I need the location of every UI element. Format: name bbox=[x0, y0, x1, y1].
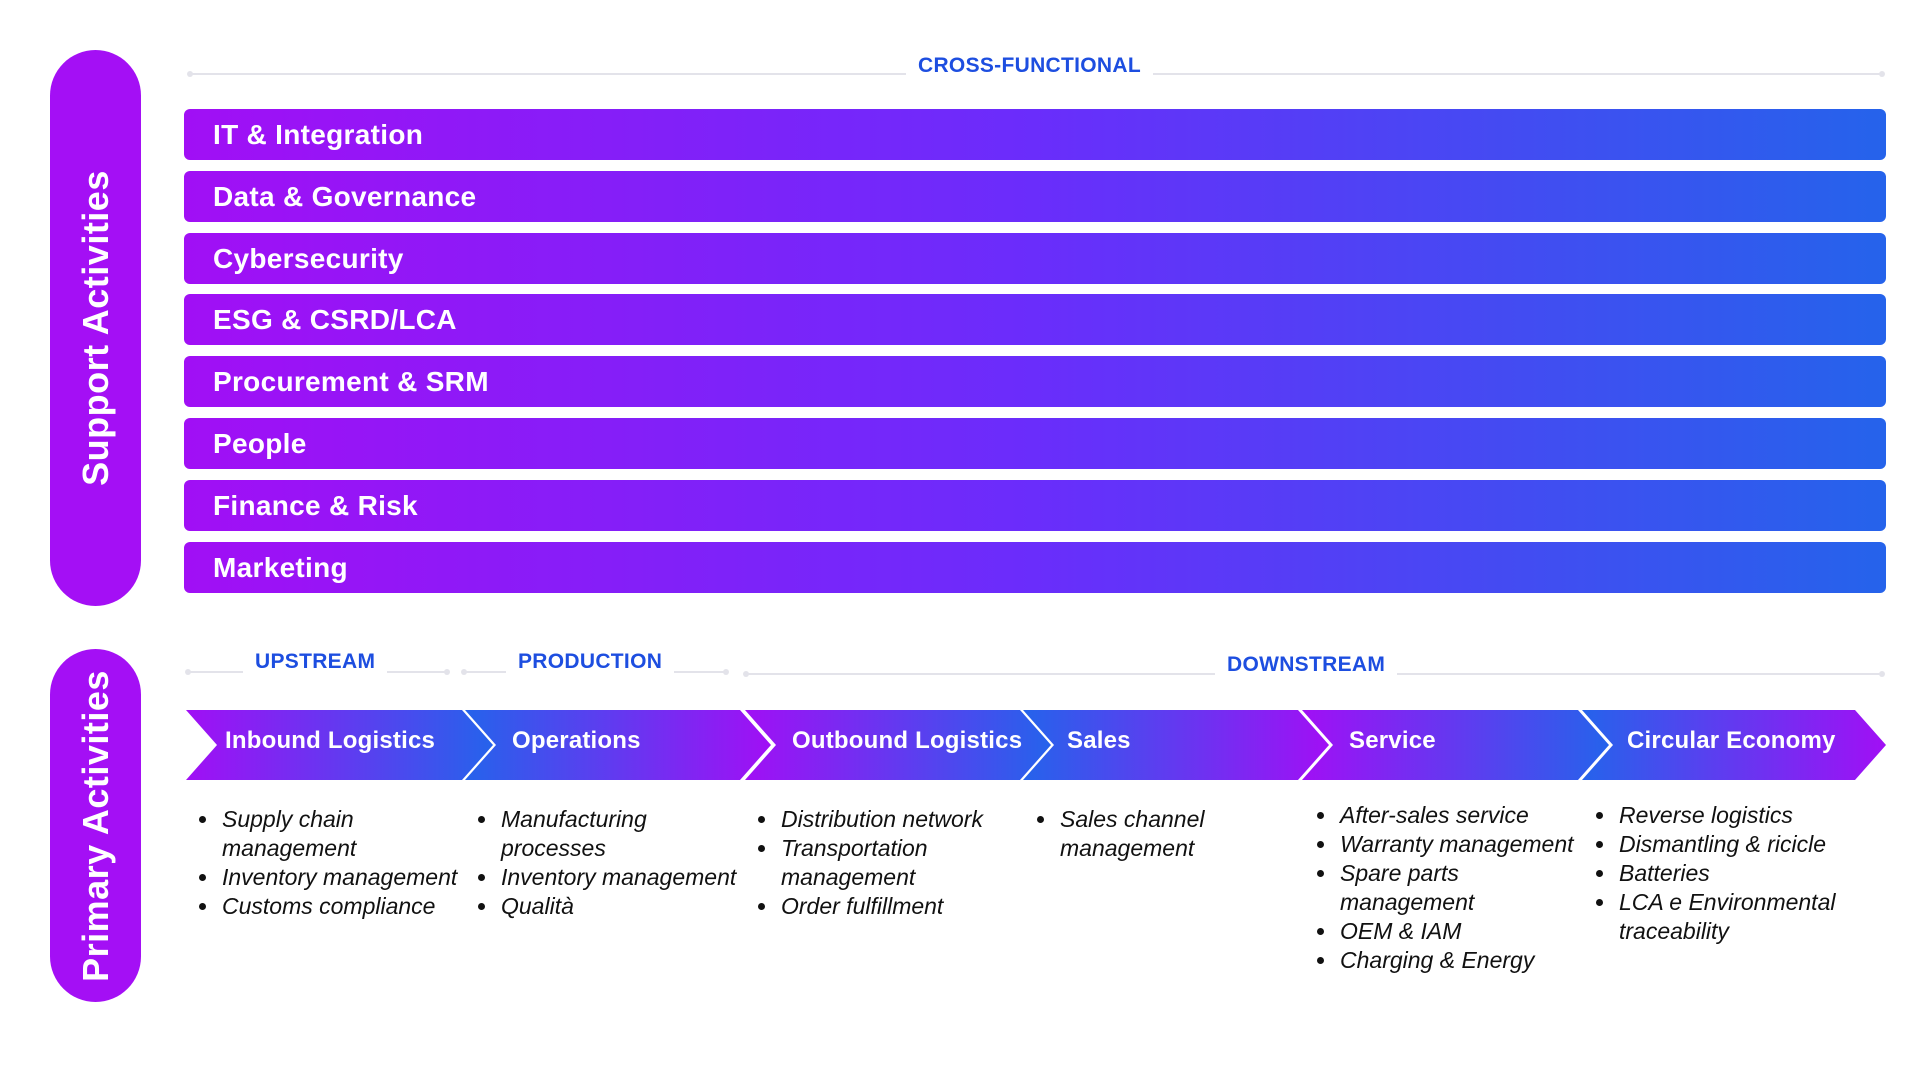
support-activities-pill: Support Activities bbox=[50, 50, 141, 606]
list-item: Order fulfillment bbox=[779, 892, 1029, 921]
stage-label-inbound-logistics: Inbound Logistics bbox=[225, 727, 436, 754]
list-item: Sales channel management bbox=[1058, 805, 1288, 863]
stage-label-operations: Operations bbox=[512, 727, 641, 754]
stage-list-operations: Manufacturing processes Inventory manage… bbox=[474, 805, 749, 921]
downstream-label: DOWNSTREAM bbox=[1215, 653, 1398, 677]
list-item: LCA e Environmental traceability bbox=[1617, 888, 1892, 946]
stage-label-outbound-logistics: Outbound Logistics bbox=[792, 727, 1023, 754]
list-item: Warranty management bbox=[1338, 830, 1578, 859]
support-bar-finance-risk: Finance & Risk bbox=[184, 480, 1886, 531]
list-item: Supply chain management bbox=[220, 805, 470, 863]
support-activities-label: Support Activities bbox=[74, 170, 116, 486]
production-label: PRODUCTION bbox=[506, 650, 675, 674]
primary-activities-label: Primary Activities bbox=[74, 669, 116, 982]
list-item: Qualità bbox=[499, 892, 749, 921]
stage-list-circular-economy: Reverse logistics Dismantling & ricicle … bbox=[1592, 801, 1892, 946]
support-bar-procurement-srm: Procurement & SRM bbox=[184, 356, 1886, 407]
list-item: OEM & IAM bbox=[1338, 917, 1578, 946]
list-item: After-sales service bbox=[1338, 801, 1578, 830]
support-bar-it-integration: IT & Integration bbox=[184, 109, 1886, 160]
list-item: Transportation management bbox=[779, 834, 1029, 892]
stage-label-sales: Sales bbox=[1067, 727, 1131, 754]
stage-list-sales: Sales channel management bbox=[1033, 805, 1288, 863]
support-bar-people: People bbox=[184, 418, 1886, 469]
list-item: Manufacturing processes bbox=[499, 805, 749, 863]
list-item: Customs compliance bbox=[220, 892, 470, 921]
support-bar-cybersecurity: Cybersecurity bbox=[184, 233, 1886, 284]
list-item: Spare parts management bbox=[1338, 859, 1578, 917]
support-bar-data-governance: Data & Governance bbox=[184, 171, 1886, 222]
stage-label-service: Service bbox=[1349, 727, 1436, 754]
stage-list-inbound-logistics: Supply chain management Inventory manage… bbox=[195, 805, 470, 921]
list-item: Distribution network bbox=[779, 805, 1029, 834]
support-bar-marketing: Marketing bbox=[184, 542, 1886, 593]
list-item: Inventory management bbox=[499, 863, 749, 892]
list-item: Inventory management bbox=[220, 863, 470, 892]
list-item: Reverse logistics bbox=[1617, 801, 1892, 830]
list-item: Dismantling & ricicle bbox=[1617, 830, 1892, 859]
upstream-label: UPSTREAM bbox=[243, 650, 388, 674]
stage-list-outbound-logistics: Distribution network Transportation mana… bbox=[754, 805, 1029, 921]
stage-list-service: After-sales service Warranty management … bbox=[1313, 801, 1578, 975]
primary-activities-pill: Primary Activities bbox=[50, 649, 141, 1002]
list-item: Batteries bbox=[1617, 859, 1892, 888]
cross-functional-label: CROSS-FUNCTIONAL bbox=[906, 54, 1153, 78]
stage-label-circular-economy: Circular Economy bbox=[1627, 727, 1836, 754]
list-item: Charging & Energy bbox=[1338, 946, 1578, 975]
support-bar-esg-csrd-lca: ESG & CSRD/LCA bbox=[184, 294, 1886, 345]
